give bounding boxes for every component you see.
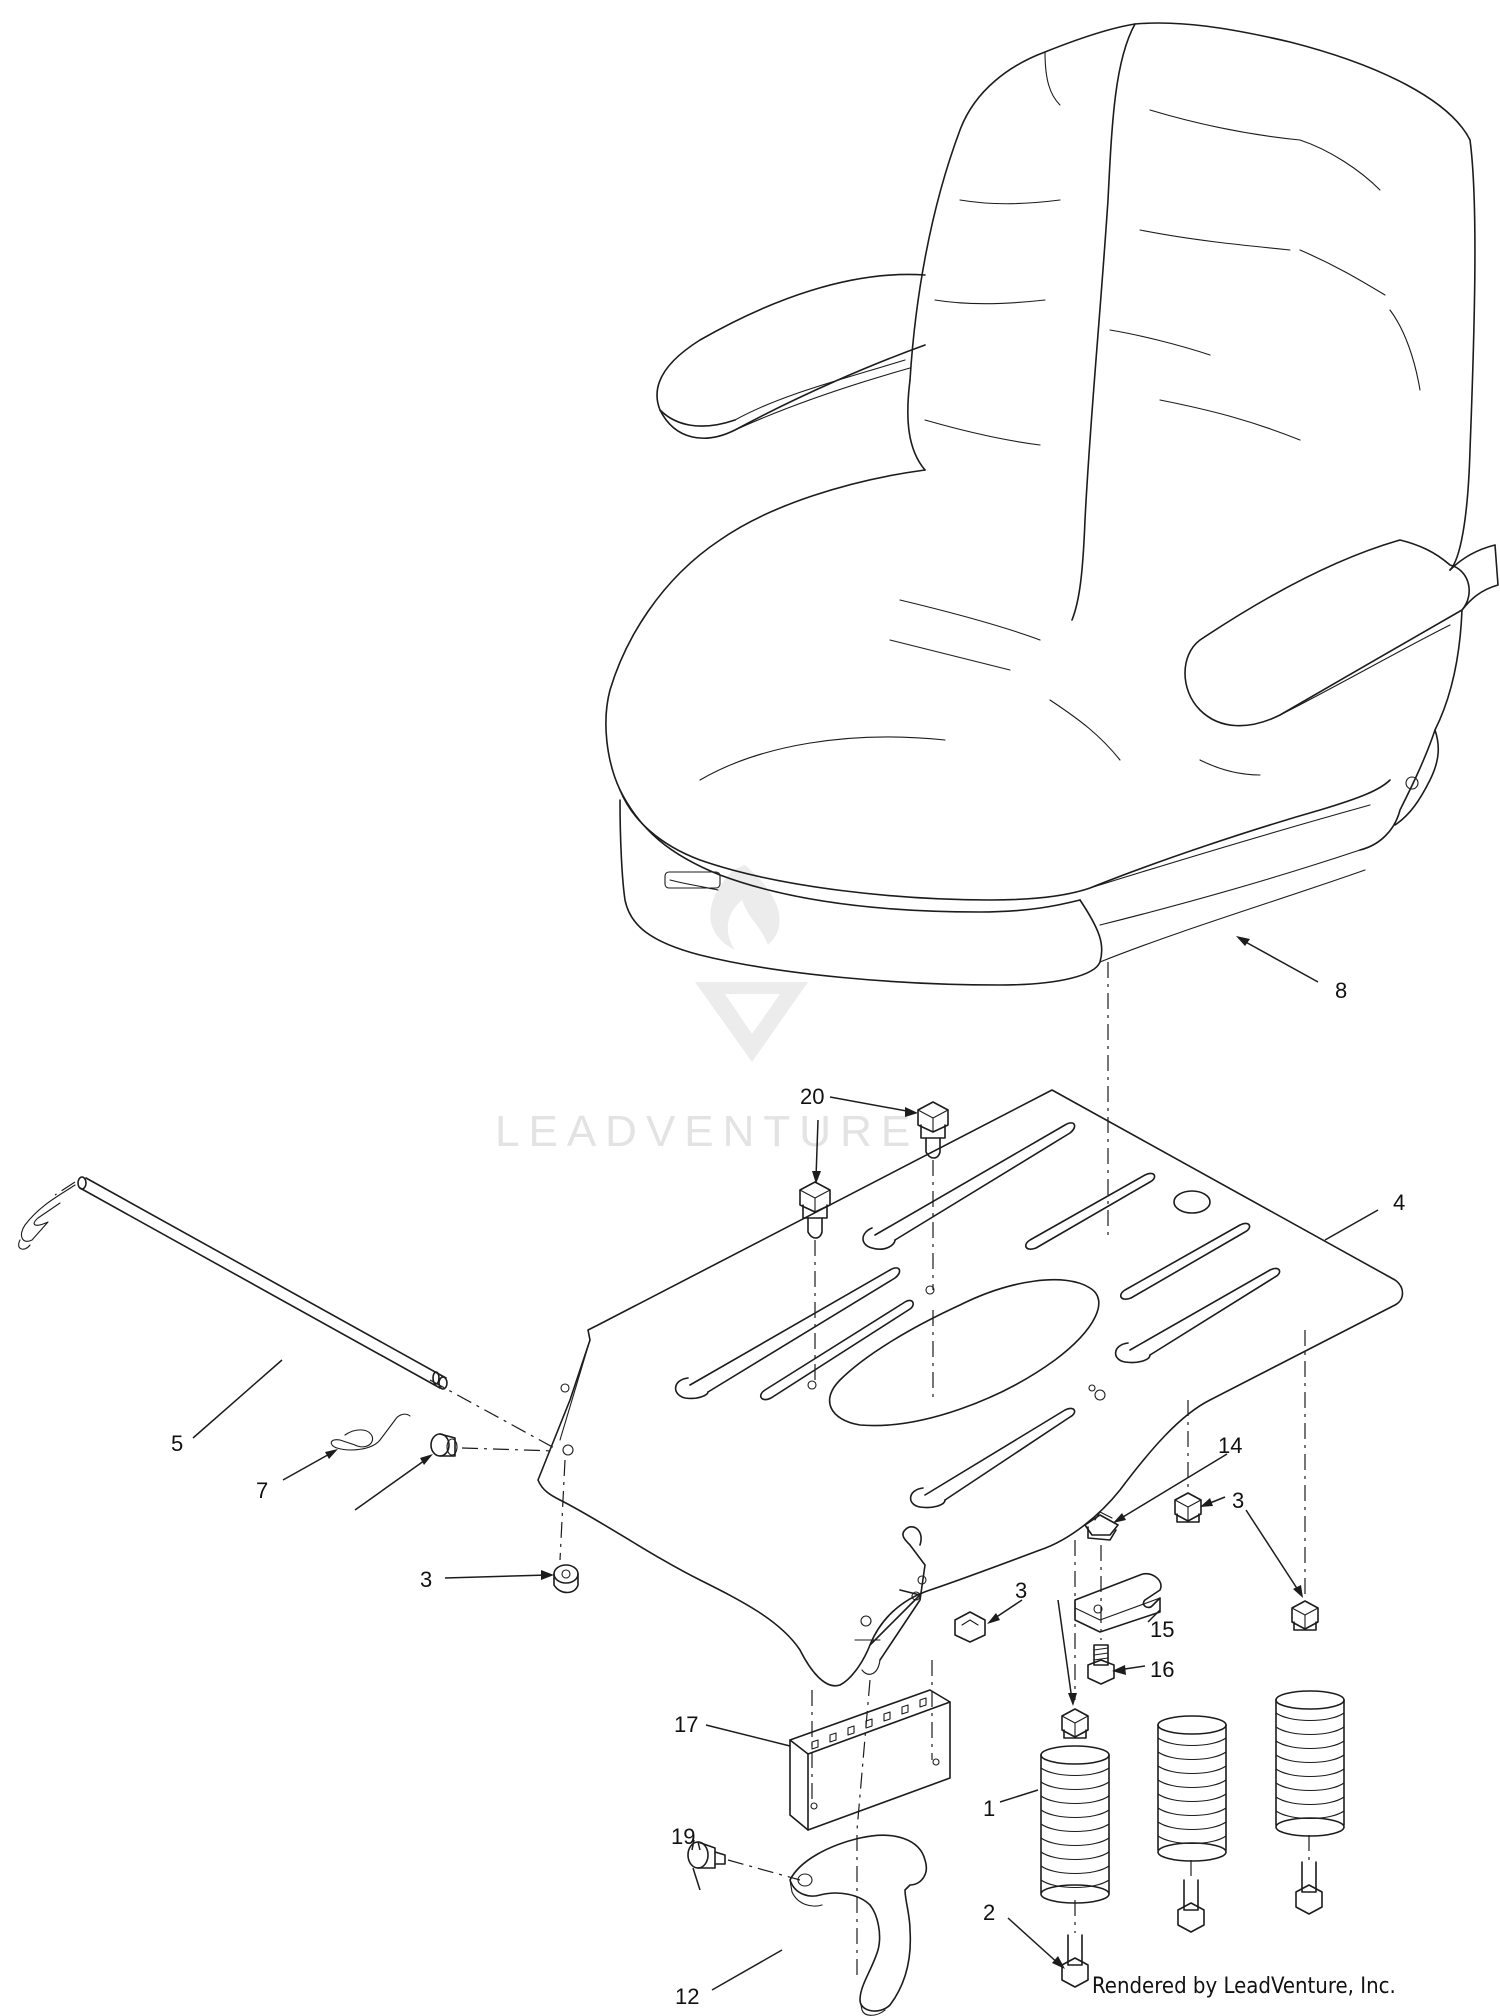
- bolt-part-2-c: [1295, 1861, 1323, 1915]
- slide-rail-part-17: [789, 1689, 951, 1831]
- callout-3-right: 3: [1232, 1488, 1244, 1513]
- spring-part-1-c: [1275, 1690, 1345, 1837]
- spring-part-1-b: [1157, 1715, 1227, 1862]
- render-credit: Rendered by LeadVenture, Inc.: [1092, 1974, 1396, 1999]
- spring-part-1-a: [1040, 1745, 1110, 1904]
- callout-3-center: 3: [1015, 1578, 1027, 1603]
- nut-part-3-spring-2: [1174, 1492, 1202, 1523]
- callout-18: 20: [800, 1084, 824, 1109]
- callout-15: 15: [1150, 1617, 1174, 1642]
- callout-1: 1: [983, 1796, 995, 1821]
- bracket-part-15: [1074, 1572, 1162, 1633]
- bolt-part-18-b: [917, 1101, 949, 1159]
- watermark-v-icon: [695, 982, 808, 1062]
- watermark-text: LEADVENTURE: [495, 1107, 919, 1156]
- bolt-part-2-a: [1061, 1934, 1089, 1988]
- callout-2: 2: [983, 1900, 995, 1925]
- callout-17: 17: [674, 1712, 698, 1737]
- callout-4: 4: [1393, 1190, 1405, 1215]
- nut-part-3-spring-3: [1291, 1600, 1319, 1631]
- callout-labels: 8 4 20 5 7 3 3 3 14 15 16 17 19 1 2 12 3: [171, 978, 1405, 2009]
- rod-part-5: [18, 1176, 448, 1390]
- lever-part-12: [789, 1834, 928, 2016]
- flame-icon: [710, 865, 780, 950]
- seat-plate-part-4: [537, 1089, 1404, 1687]
- callout-leaders: [192, 936, 1379, 1991]
- callout-20: 19: [671, 1824, 695, 1849]
- clip-nut-part-14: [1084, 1511, 1119, 1541]
- nut-part-3-front: [954, 1611, 986, 1643]
- callout-14: 14: [1218, 1433, 1242, 1458]
- callout-12: 12: [675, 1984, 699, 2009]
- callout-5: 5: [171, 1431, 183, 1456]
- seat-part-8: [605, 22, 1499, 986]
- hairpin-clip-part-7: [330, 1413, 411, 1451]
- callout-16: 16: [1150, 1657, 1174, 1682]
- bolt-part-16: [1087, 1644, 1115, 1685]
- callout-7: 7: [256, 1478, 268, 1503]
- bolt-part-2-b: [1177, 1879, 1205, 1933]
- pin-part-19: [430, 1433, 458, 1457]
- assembly-centerlines: [429, 962, 1310, 1980]
- nut-part-3-spring-1: [1061, 1708, 1089, 1739]
- callout-3-left: 3: [420, 1567, 432, 1592]
- bolt-part-18-a: [799, 1181, 831, 1239]
- nut-part-3-left: [553, 1564, 579, 1594]
- callout-8: 8: [1335, 978, 1347, 1003]
- leadventure-watermark: LEADVENTURE: [495, 865, 919, 1156]
